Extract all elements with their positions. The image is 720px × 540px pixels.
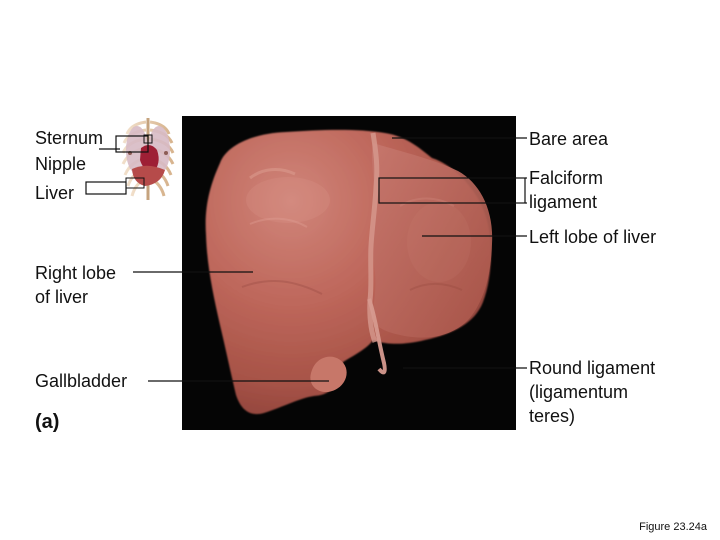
liver-label: Liver [35,183,75,203]
left-lobe-label: Left lobe of liver [529,227,657,247]
figure-caption: Figure 23.24a [639,521,707,533]
falciform-ligament-label: Falciform ligament [529,168,604,212]
bare-area-label: Bare area [529,129,609,149]
right-lobe-label: Right lobe of liver [35,263,117,307]
nipple-label: Nipple [35,154,87,174]
part-label: (a) [35,411,60,433]
rib-cage-inset [119,112,177,212]
liver-photo [182,116,516,430]
gallbladder-label: Gallbladder [35,371,128,391]
round-ligament-label: Round ligament (ligamentum teres) [529,358,656,426]
sternum-label: Sternum [35,128,104,148]
